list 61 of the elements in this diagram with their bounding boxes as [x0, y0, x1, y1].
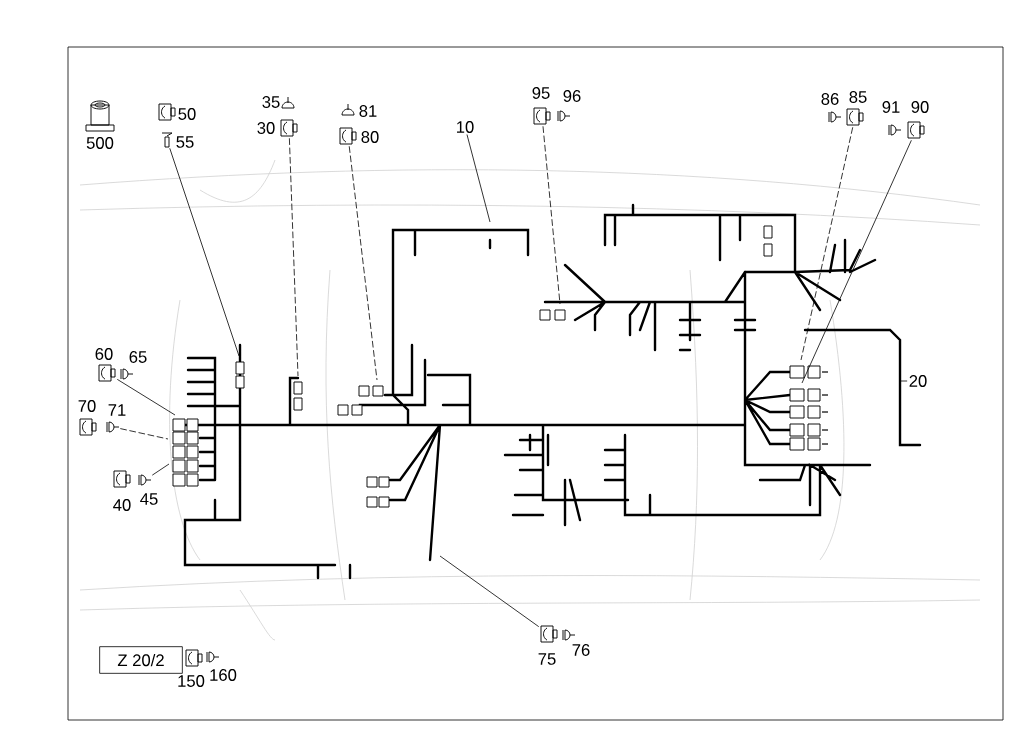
connector-icon — [79, 418, 97, 436]
callout-number: 40 — [113, 499, 131, 511]
plug-icon — [888, 124, 902, 136]
connector-icon — [846, 108, 864, 126]
nut-icon — [85, 100, 115, 132]
connector-icon — [280, 119, 298, 137]
leader-line — [800, 126, 854, 361]
leader-line — [542, 125, 561, 305]
leader-line — [289, 137, 299, 377]
callout-number: 35 — [262, 96, 280, 108]
callout-number: 85 — [849, 91, 867, 103]
plug-icon — [828, 111, 842, 123]
callout-number: 65 — [129, 351, 147, 363]
callout-number: 30 — [257, 122, 275, 134]
connector-icon — [98, 364, 116, 382]
callout-number: 55 — [176, 136, 194, 148]
callout-number: 81 — [359, 105, 377, 117]
part-label-box: Z 20/2 — [99, 646, 183, 674]
callout-number: 160 — [210, 669, 237, 681]
connector-icon — [540, 625, 558, 643]
callout-number: 96 — [563, 90, 581, 102]
connector-icon — [158, 103, 176, 121]
leader-line — [169, 147, 240, 357]
callout-number: 95 — [532, 87, 550, 99]
connector-icon — [185, 649, 203, 667]
plug-icon — [562, 629, 576, 641]
plug-icon — [206, 651, 220, 663]
connector-icon — [339, 127, 357, 145]
leader-line — [900, 380, 908, 382]
callout-number: 70 — [78, 400, 96, 412]
callout-number: 20 — [909, 375, 927, 387]
plug-icon — [120, 368, 134, 380]
plug-icon — [106, 421, 120, 433]
connector-icon — [113, 470, 131, 488]
cap-icon — [281, 96, 295, 109]
plug-icon — [138, 474, 152, 486]
callout-number: 86 — [821, 93, 839, 105]
plug-icon — [161, 132, 173, 148]
callout-number: 76 — [572, 644, 590, 656]
callout-number: 50 — [178, 108, 196, 120]
callout-number: 500 — [86, 137, 114, 149]
plug-icon — [557, 110, 571, 122]
callout-number: 10 — [457, 121, 474, 133]
leader-line — [119, 428, 169, 440]
cap-icon — [341, 103, 355, 116]
callout-number: 60 — [95, 348, 113, 360]
leader-line — [439, 555, 540, 628]
callout-number: 91 — [882, 101, 900, 113]
callout-number: 71 — [108, 404, 126, 416]
leader-line — [116, 378, 176, 416]
callout-number: 150 — [178, 675, 205, 687]
leader-line — [348, 145, 378, 381]
callout-number: 75 — [538, 653, 556, 665]
callout-number: 45 — [140, 493, 158, 505]
connector-icon — [907, 121, 925, 139]
leader-line — [801, 139, 912, 384]
leader-line — [151, 463, 170, 476]
callout-number: 90 — [911, 101, 929, 113]
connector-icon — [533, 107, 551, 125]
leader-line — [466, 134, 491, 223]
callout-number: 80 — [361, 131, 379, 143]
